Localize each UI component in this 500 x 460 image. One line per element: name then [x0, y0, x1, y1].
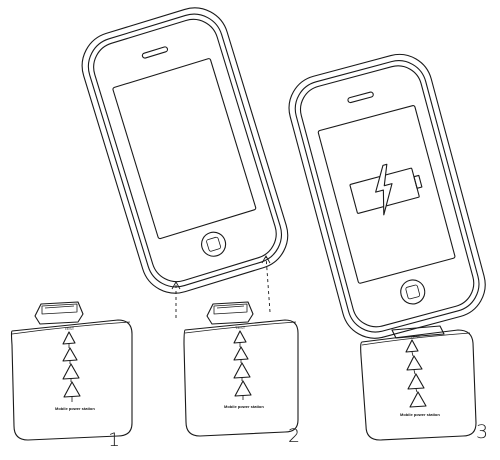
- home-button: [400, 279, 426, 305]
- phone-inner-case: [294, 60, 480, 333]
- insert-arrows: [171, 255, 271, 318]
- battery-charging-icon: [349, 163, 423, 216]
- step-number-2: 2: [288, 425, 300, 447]
- phone-speaker: [347, 91, 374, 104]
- charge-indicator-arrows: [62, 331, 81, 402]
- step-2: TEST Mobile power station 2: [81, 7, 300, 447]
- power-station-1: TEST Mobile power station: [10, 301, 133, 441]
- phone-2: [81, 7, 289, 294]
- station-top-edge: [184, 321, 297, 334]
- phone-bezel: [299, 65, 475, 328]
- step-3: TEST Mobile power station 3: [288, 53, 488, 443]
- station-top-edge: [361, 332, 471, 346]
- step-1: TEST Mobile power station 1: [10, 301, 133, 451]
- phone-outer-case: [288, 53, 486, 339]
- charge-indicator-arrows: [405, 339, 427, 408]
- station-label: Mobile power station: [400, 412, 440, 417]
- phone-screen: [112, 58, 257, 240]
- test-label: TEST: [410, 334, 421, 339]
- phone-bezel: [93, 18, 277, 283]
- dock-connector: [391, 325, 445, 339]
- test-label: TEST: [235, 325, 246, 330]
- station-body: [10, 319, 133, 441]
- station-body: [360, 329, 477, 441]
- home-button: [201, 231, 227, 257]
- home-button-icon: [405, 284, 421, 300]
- phone-outer-case: [81, 7, 289, 294]
- station-top-edge: [11, 321, 131, 335]
- phone-screen: [317, 105, 456, 284]
- home-button-icon: [206, 236, 221, 252]
- power-station-2: TEST Mobile power station: [183, 301, 299, 437]
- power-station-3: TEST Mobile power station: [360, 325, 477, 441]
- step-number-3: 3: [476, 421, 488, 443]
- dock-connector: [206, 301, 254, 325]
- step-number-1: 1: [108, 429, 120, 451]
- phone-3: [288, 53, 486, 339]
- station-body: [183, 319, 299, 437]
- test-label: TEST: [64, 326, 75, 331]
- charge-indicator-arrows: [233, 330, 252, 400]
- phone-speaker: [141, 46, 169, 59]
- station-label: Mobile power station: [224, 404, 264, 409]
- dock-connector: [34, 301, 84, 325]
- station-label: Mobile power station: [55, 406, 95, 411]
- phone-inner-case: [87, 13, 282, 288]
